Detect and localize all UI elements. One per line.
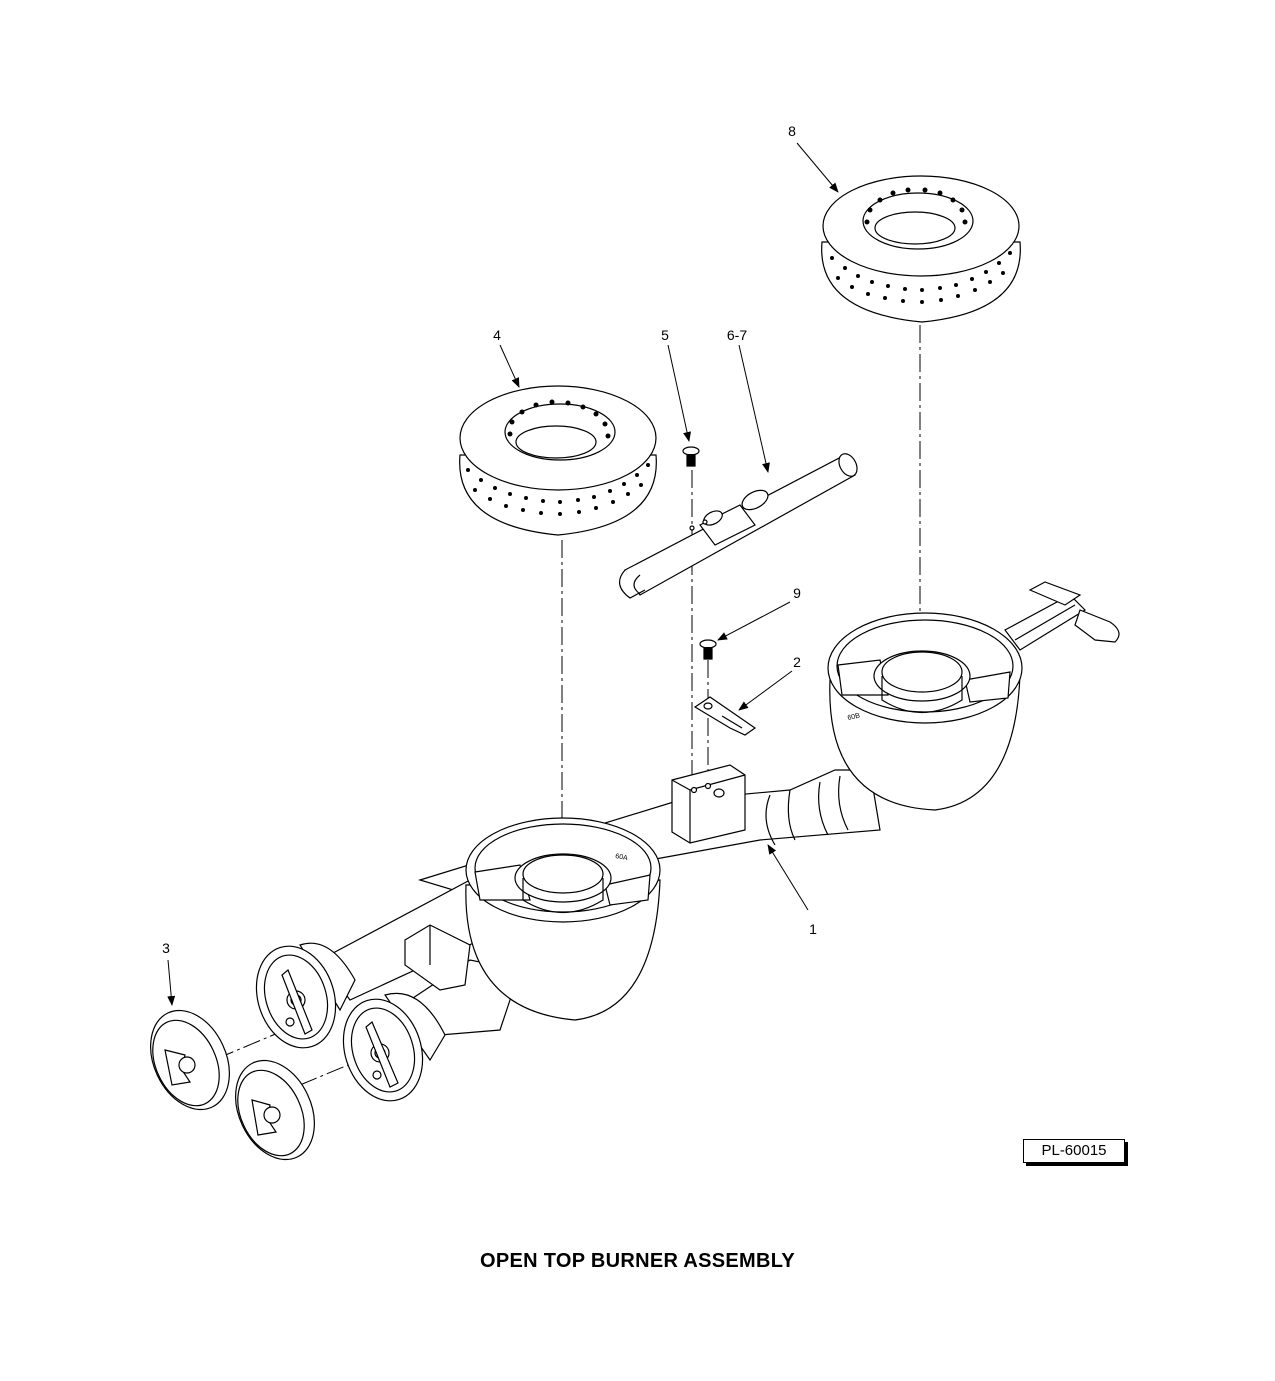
spark-igniter-tube xyxy=(619,453,858,599)
callout-3: 3 xyxy=(162,940,170,956)
callout-9: 9 xyxy=(793,585,801,601)
screw-9 xyxy=(699,639,717,660)
burner-head-8 xyxy=(821,175,1021,323)
right-burner-bowl: 60B xyxy=(827,612,1023,811)
valve-handle xyxy=(1004,581,1120,651)
leader-lines xyxy=(167,142,839,1006)
svg-text:60B: 60B xyxy=(847,712,861,722)
screw-5 xyxy=(682,446,700,467)
callout-4: 4 xyxy=(493,327,501,343)
callout-8: 8 xyxy=(788,123,796,139)
figure-caption: OPEN TOP BURNER ASSEMBLY xyxy=(479,1250,796,1272)
venturi-inlets xyxy=(255,942,446,1102)
igniter-bracket xyxy=(693,696,757,736)
burner-head-4 xyxy=(459,385,657,536)
left-burner-bowl: 60A xyxy=(465,817,661,1021)
drawing-code-label: PL-60015 xyxy=(1023,1139,1125,1163)
callout-2: 2 xyxy=(793,654,801,670)
svg-text:60A: 60A xyxy=(615,853,629,862)
callout-1: 1 xyxy=(809,921,817,937)
callout-5: 5 xyxy=(661,327,669,343)
callout-6-7: 6-7 xyxy=(727,327,747,343)
air-shutter xyxy=(150,1009,315,1161)
